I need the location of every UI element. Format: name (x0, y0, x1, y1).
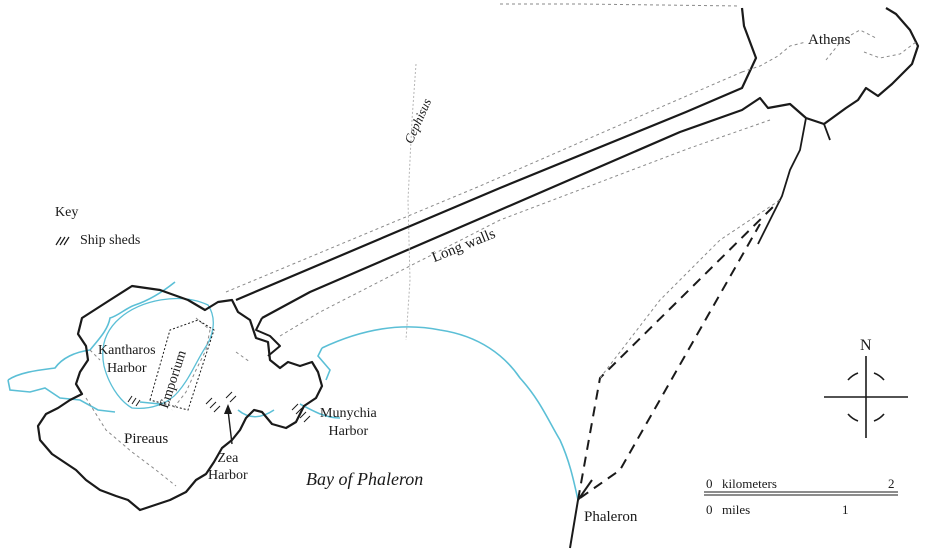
key-ship-sheds-symbol (55, 236, 70, 246)
scale-km-end: 2 (888, 476, 895, 491)
phaleron-shore (569, 479, 593, 549)
kantharos-ship-sheds (127, 395, 141, 407)
zea-harbor-label: Zea Harbor (208, 450, 248, 484)
munychia-label-line1: Munychia (320, 406, 377, 421)
kantharos-label-line2: Harbor (106, 361, 147, 376)
pireaus-label: Pireaus (124, 431, 169, 447)
athens-label: Athens (808, 32, 851, 48)
phaleron-approach-dotted (599, 199, 781, 379)
cephisus-river (405, 63, 417, 341)
long-wall-join (255, 317, 281, 357)
athens-city-wall (757, 117, 831, 245)
bay-of-phaleron-label: Bay of Phaleron (306, 469, 424, 489)
key-ship-sheds-label: Ship sheds (80, 233, 141, 248)
munychia-harbor-label: Munychia Harbor (320, 405, 377, 441)
zea-arrowhead (224, 404, 232, 414)
zea-label-line1: Zea (217, 451, 239, 466)
scale-km-start: 0 (706, 476, 713, 491)
coastline (7, 281, 579, 501)
munychia-ship-sheds (291, 403, 311, 423)
compass-north-label: N (860, 337, 872, 354)
compass-rose (824, 356, 908, 438)
long-wall-south (261, 7, 920, 319)
emporium-boundary (149, 319, 215, 411)
scale-km-label: kilometers (722, 476, 777, 491)
kantharos-harbor-label: Kantharos Harbor (98, 342, 156, 378)
scale-mi-start: 0 (706, 502, 713, 517)
zea-ship-sheds (205, 391, 237, 413)
key-title: Key (55, 205, 79, 220)
zea-arrow (227, 409, 233, 445)
munychia-label-line2: Harbor (328, 424, 369, 439)
long-wall-north (235, 7, 758, 302)
peninsula-coast (36, 284, 324, 512)
phaleron-wall-dashed (577, 199, 781, 501)
kantharos-label-line1: Kantharos (98, 343, 156, 358)
phaleron-label: Phaleron (584, 509, 638, 525)
long-walls-dotted-outline (225, 3, 917, 337)
pireaus-wall-dotted (85, 317, 251, 487)
scale-bar (704, 491, 898, 496)
scale-mi-label: miles (722, 502, 751, 517)
scale-mi-end: 1 (842, 502, 849, 517)
kantharos-harbor-water (102, 298, 214, 410)
zea-label-line2: Harbor (208, 468, 248, 483)
